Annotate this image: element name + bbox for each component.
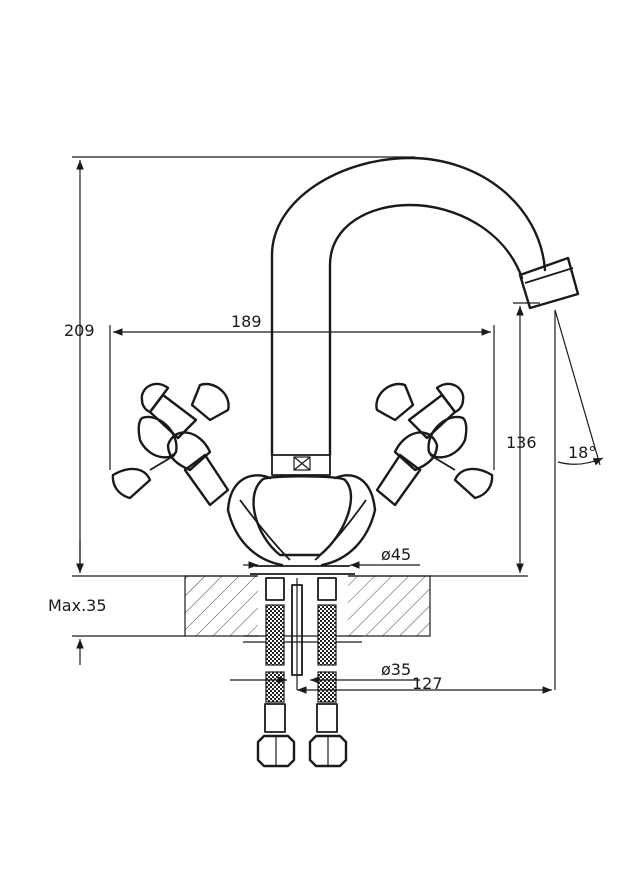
dim-shank-diameter: ø35 — [381, 660, 411, 679]
dim-spout-height: 136 — [506, 433, 537, 452]
supply-hoses — [256, 577, 348, 768]
dim-base-diameter: ø45 — [381, 545, 411, 564]
dim-overall-height: 209 — [64, 321, 95, 340]
left-cross-handle — [111, 382, 230, 507]
right-cross-handle — [375, 382, 494, 507]
spout — [270, 156, 580, 457]
dim-spout-reach: 127 — [412, 674, 443, 693]
dim-max-deck: Max.35 — [48, 596, 107, 615]
dim-handle-span: 189 — [231, 312, 262, 331]
mixer-body — [226, 454, 377, 575]
dim-spout-angle: 18° — [568, 443, 596, 462]
dimension-lines — [72, 156, 604, 694]
countertop-section — [184, 574, 431, 643]
